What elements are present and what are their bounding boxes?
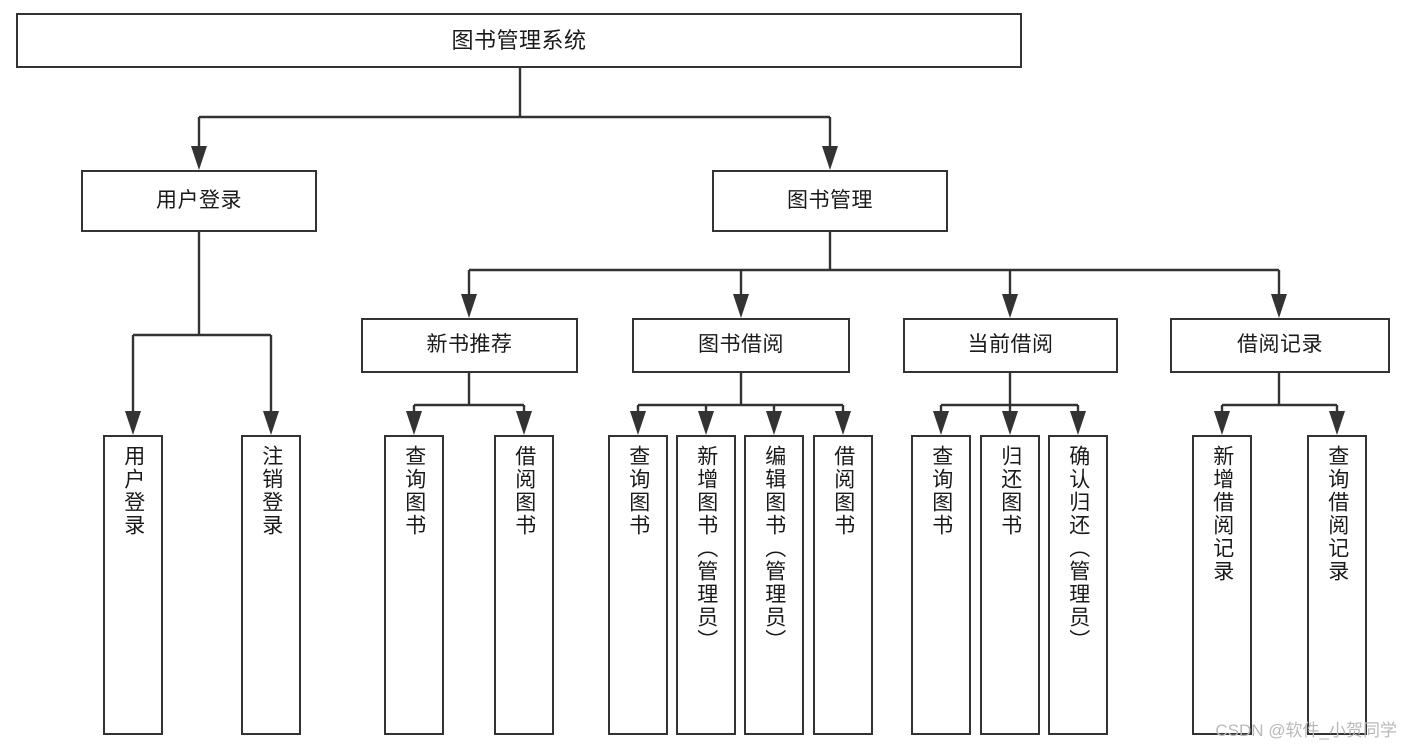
node-new-book-recommend-label: 新书推荐 bbox=[426, 333, 513, 357]
node-new-book-recommend[interactable]: 新书推荐 bbox=[361, 318, 578, 373]
node-borrow-record-label: 借阅记录 bbox=[1237, 333, 1323, 357]
node-book-borrow-label: 图书借阅 bbox=[698, 333, 784, 357]
connector-user-login-to-leaves bbox=[125, 232, 279, 435]
node-leaf-query-book-1[interactable]: 查询图书 bbox=[384, 435, 444, 735]
node-leaf-logout-label: 注销登录 bbox=[259, 445, 283, 537]
node-root-label: 图书管理系统 bbox=[451, 27, 587, 53]
node-leaf-borrow-book-2[interactable]: 借阅图书 bbox=[813, 435, 873, 735]
connector-new-book-recommend-to-leaves bbox=[406, 373, 532, 435]
node-book-manage-label: 图书管理 bbox=[787, 188, 873, 212]
node-leaf-query-borrow-record-label: 查询借阅记录 bbox=[1325, 445, 1349, 583]
node-leaf-edit-book[interactable]: 编辑图书（管理员） bbox=[744, 435, 804, 735]
node-leaf-return-book-label: 归还图书 bbox=[998, 445, 1022, 537]
node-current-borrow[interactable]: 当前借阅 bbox=[903, 318, 1118, 373]
node-leaf-add-borrow-record[interactable]: 新增借阅记录 bbox=[1192, 435, 1252, 735]
node-leaf-query-borrow-record[interactable]: 查询借阅记录 bbox=[1307, 435, 1367, 735]
node-leaf-confirm-return-label: 确认归还（管理员） bbox=[1066, 445, 1090, 652]
node-leaf-add-borrow-record-label: 新增借阅记录 bbox=[1210, 445, 1234, 583]
node-leaf-query-book-3-label: 查询图书 bbox=[929, 445, 953, 537]
node-leaf-query-book-3[interactable]: 查询图书 bbox=[911, 435, 971, 735]
node-borrow-record[interactable]: 借阅记录 bbox=[1170, 318, 1390, 373]
node-leaf-borrow-book-1-label: 借阅图书 bbox=[512, 445, 536, 537]
node-user-login-label: 用户登录 bbox=[156, 188, 242, 212]
node-current-borrow-label: 当前借阅 bbox=[967, 333, 1054, 357]
node-book-borrow[interactable]: 图书借阅 bbox=[632, 318, 850, 373]
connector-book-borrow-to-leaves bbox=[630, 373, 851, 435]
connector-book-manage-to-level3 bbox=[461, 232, 1287, 318]
node-leaf-borrow-book-1[interactable]: 借阅图书 bbox=[494, 435, 554, 735]
node-leaf-user-login[interactable]: 用户登录 bbox=[103, 435, 163, 735]
connector-current-borrow-to-leaves bbox=[933, 373, 1086, 435]
node-leaf-user-login-label: 用户登录 bbox=[121, 445, 145, 537]
node-leaf-edit-book-label: 编辑图书（管理员） bbox=[762, 445, 786, 652]
node-leaf-borrow-book-2-label: 借阅图书 bbox=[831, 445, 855, 537]
connector-borrow-record-to-leaves bbox=[1214, 373, 1345, 435]
connector-root-to-level2 bbox=[191, 68, 838, 170]
node-leaf-return-book[interactable]: 归还图书 bbox=[980, 435, 1040, 735]
node-leaf-query-book-2[interactable]: 查询图书 bbox=[608, 435, 668, 735]
node-leaf-query-book-2-label: 查询图书 bbox=[626, 445, 650, 537]
node-user-login[interactable]: 用户登录 bbox=[81, 170, 317, 232]
node-leaf-confirm-return[interactable]: 确认归还（管理员） bbox=[1048, 435, 1108, 735]
node-leaf-add-book[interactable]: 新增图书（管理员） bbox=[676, 435, 736, 735]
node-leaf-query-book-1-label: 查询图书 bbox=[402, 445, 426, 537]
node-leaf-logout[interactable]: 注销登录 bbox=[241, 435, 301, 735]
node-root-book-management-system[interactable]: 图书管理系统 bbox=[16, 13, 1022, 68]
node-leaf-add-book-label: 新增图书（管理员） bbox=[694, 445, 718, 652]
node-book-manage[interactable]: 图书管理 bbox=[712, 170, 948, 232]
